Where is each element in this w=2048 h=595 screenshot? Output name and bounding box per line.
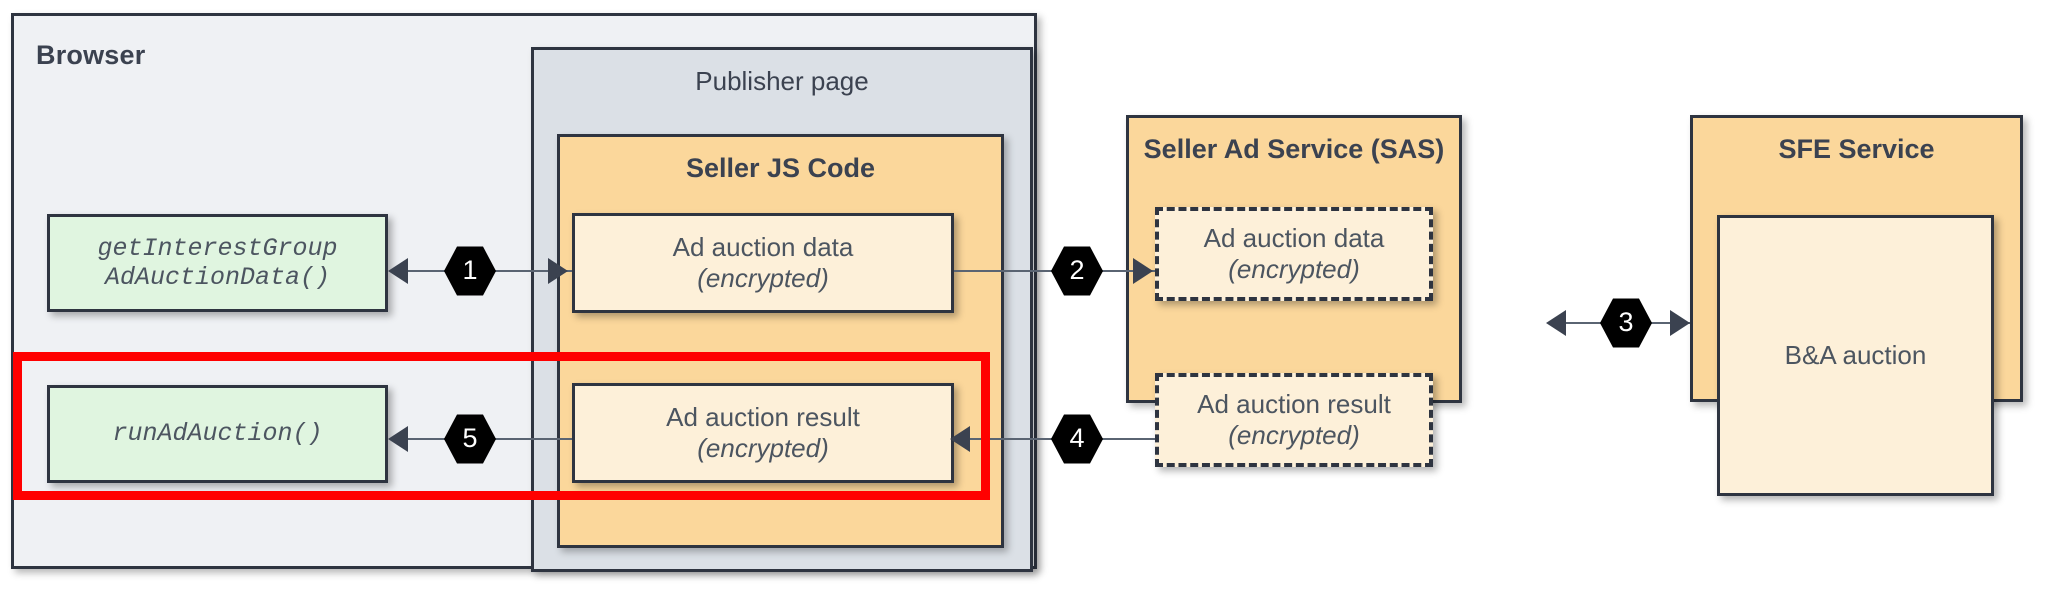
step-marker-2: 2 [1051,246,1103,296]
node-js-ad-auction-data[interactable]: Ad auction data (encrypted) [572,213,954,313]
node-ba-auction[interactable]: B&A auction [1717,215,1994,496]
step-marker-3: 3 [1600,298,1652,348]
connector-4-arrowhead [950,426,970,452]
node-run-ad-auction[interactable]: runAdAuction() [47,385,388,483]
node-get-interest-group-ad-auction-data[interactable]: getInterestGroup AdAuctionData() [47,214,388,312]
node-line-2: (encrypted) [1228,420,1360,450]
node-line-1: Ad auction result [666,402,860,433]
node-line-2: (encrypted) [697,263,829,293]
node-sas-ad-auction-data[interactable]: Ad auction data (encrypted) [1155,207,1433,301]
node-line-1: Ad auction data [672,232,854,263]
seller-ad-service-label: Seller Ad Service (SAS) [1143,134,1445,164]
node-line-2: (encrypted) [1228,254,1360,284]
seller-js-code-container: Seller JS Code [557,134,1004,548]
connector-5-arrowhead [388,426,408,452]
node-line-1: getInterestGroup [97,233,338,263]
seller-js-code-label: Seller JS Code [685,153,876,183]
connector-1-arrowhead-right [548,258,568,284]
connector-1-arrowhead-left [388,258,408,284]
connector-3-arrowhead-left [1546,310,1566,336]
connector-3-arrowhead-right [1670,310,1690,336]
step-marker-4: 4 [1051,414,1103,464]
node-line-1: B&A auction [1784,340,1927,371]
node-line-2: AdAuctionData() [104,263,331,292]
node-line-1: Ad auction result [1197,389,1391,420]
sfe-service-label: SFE Service [1778,134,1935,164]
publisher-page-label: Publisher page [695,66,869,96]
node-line-1: Ad auction data [1203,223,1385,254]
node-js-ad-auction-result[interactable]: Ad auction result (encrypted) [572,383,954,483]
node-line-2: (encrypted) [697,433,829,463]
node-line-1: runAdAuction() [112,419,323,449]
browser-label: Browser [36,40,146,70]
node-sas-ad-auction-result[interactable]: Ad auction result (encrypted) [1155,373,1433,467]
connector-2-arrowhead [1133,258,1153,284]
